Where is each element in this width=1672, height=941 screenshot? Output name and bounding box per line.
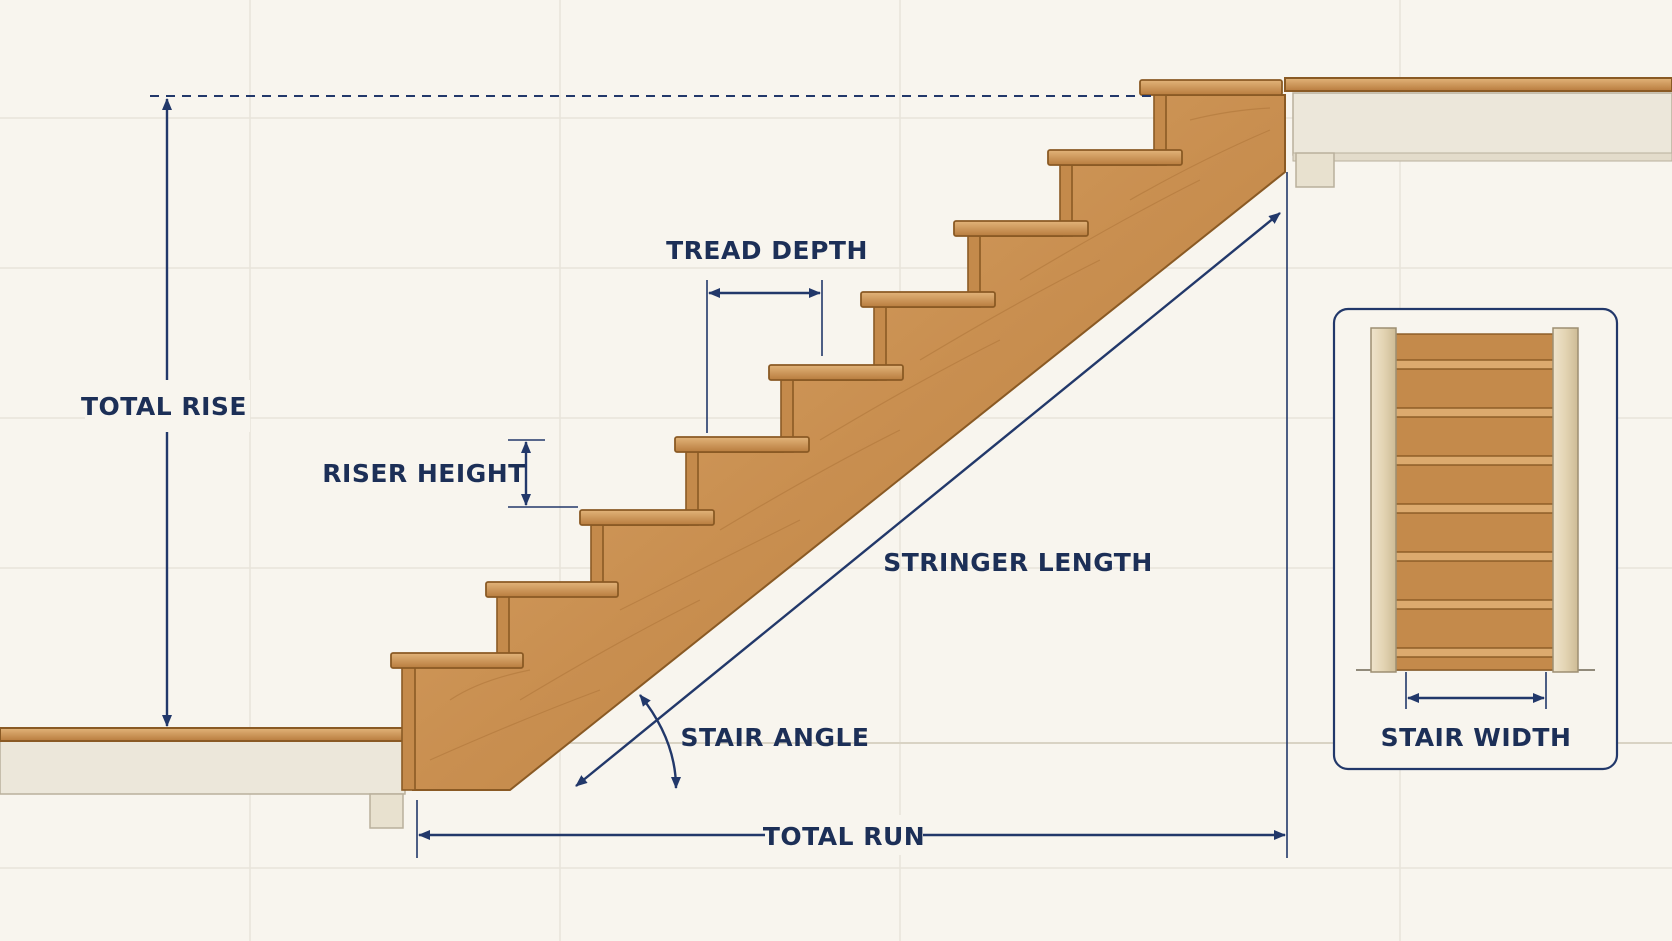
total-run-label: TOTAL RUN: [763, 822, 925, 851]
inset-right-post: [1552, 327, 1579, 673]
stringer-length-label: STRINGER LENGTH: [883, 548, 1153, 577]
stair-width-inset: STAIR WIDTH: [1332, 307, 1619, 771]
stair-stringer: [412, 94, 1286, 791]
stringer-length-dimension: STRINGER LENGTH: [575, 212, 1281, 787]
total-run-dimension: TOTAL RUN: [416, 172, 1288, 858]
total-rise-dimension: TOTAL RISE: [81, 95, 1155, 727]
riser-height-dimension: RISER HEIGHT: [322, 439, 578, 508]
stair-angle-dimension: STAIR ANGLE: [639, 694, 869, 789]
riser-height-label: RISER HEIGHT: [322, 459, 525, 488]
stair-angle-arc: [639, 694, 681, 789]
total-rise-label: TOTAL RISE: [81, 392, 247, 421]
inset-left-post: [1370, 327, 1397, 673]
inset-steps: [1394, 333, 1555, 671]
stringer-length-arrow: [575, 212, 1281, 787]
stair-width-label: STAIR WIDTH: [1381, 723, 1572, 752]
tread-depth-label: TREAD DEPTH: [666, 236, 868, 265]
stair-angle-label: STAIR ANGLE: [680, 723, 869, 752]
upper-floor: [1284, 77, 1672, 188]
